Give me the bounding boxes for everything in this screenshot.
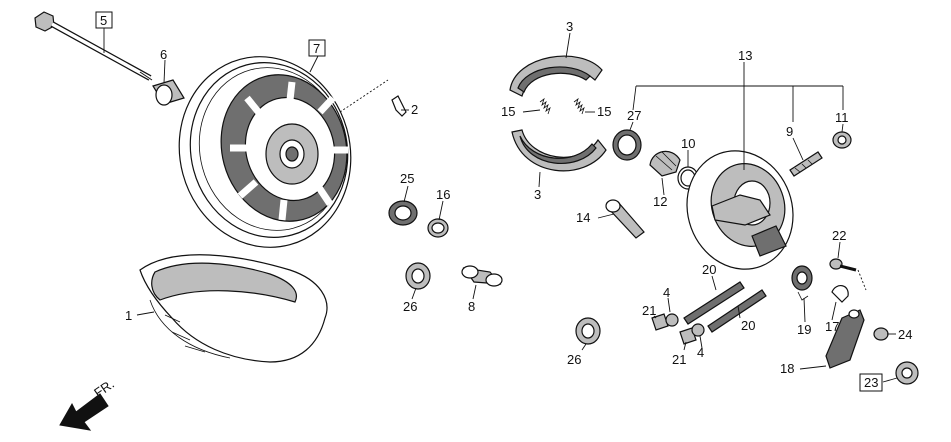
callout-24: 24 (898, 327, 912, 342)
seal-27 (612, 129, 642, 161)
callout-18: 18 (780, 361, 794, 376)
callout-3-top: 3 (566, 19, 573, 34)
callout-15-right: 15 (597, 104, 611, 119)
callout-23: 23 (864, 375, 878, 390)
callout-10: 10 (681, 136, 695, 151)
callout-16: 16 (436, 187, 450, 202)
rear-wheel (178, 56, 352, 248)
callout-2: 2 (411, 102, 418, 117)
callout-19: 19 (797, 322, 811, 337)
callout-26-right: 26 (567, 352, 581, 367)
brake-shoe-upper (509, 55, 603, 97)
nut-24 (873, 327, 889, 341)
callout-13: 13 (738, 48, 752, 63)
brake-cam (605, 199, 645, 239)
indicator-plate (831, 285, 849, 303)
callout-21-lower: 21 (672, 352, 686, 367)
callout-7: 7 (313, 41, 320, 56)
nut-23 (895, 361, 919, 385)
leader-lines (103, 28, 898, 383)
screw-9 (789, 151, 823, 177)
callout-20-upper: 20 (702, 262, 716, 277)
callout-5: 5 (100, 13, 107, 28)
bearing-26-right (575, 317, 601, 345)
callout-box-7 (308, 39, 326, 57)
brake-arm (825, 309, 865, 369)
spring-15-right (573, 97, 585, 115)
bolt-22 (829, 258, 867, 291)
callout-20-lower: 20 (741, 318, 755, 333)
brake-shoe-lower (511, 129, 607, 172)
callout-6: 6 (160, 47, 167, 62)
spring-20-lower (707, 289, 767, 333)
return-spring (791, 265, 813, 301)
callout-14: 14 (576, 210, 590, 225)
callout-15-left: 15 (501, 104, 515, 119)
callout-9: 9 (786, 124, 793, 139)
axle-bolt (34, 11, 153, 81)
arrow-icon (59, 393, 109, 431)
spacer (461, 265, 503, 287)
spring-20-upper (683, 281, 745, 325)
callout-box-23 (859, 373, 883, 392)
callout-1: 1 (125, 308, 132, 323)
callout-box-5 (95, 11, 113, 29)
callout-22: 22 (832, 228, 846, 243)
callout-8: 8 (468, 299, 475, 314)
brake-panel (686, 150, 794, 270)
callout-4-lower: 4 (697, 345, 704, 360)
callout-26-left: 26 (403, 299, 417, 314)
axle-collar (152, 79, 185, 106)
callout-12: 12 (653, 194, 667, 209)
front-direction-arrow: FR. (59, 376, 117, 431)
nut-4-upper (665, 313, 679, 327)
callout-11: 11 (835, 110, 849, 125)
callout-4-upper: 4 (663, 285, 670, 300)
bearing-26-left (405, 262, 431, 290)
callout-labels: 5 6 7 2 3 3 15 15 25 16 26 8 1 13 27 9 1… (95, 11, 912, 392)
callout-27: 27 (627, 108, 641, 123)
tire-valve (339, 79, 407, 117)
callout-17: 17 (825, 319, 839, 334)
nut-11 (832, 131, 852, 149)
callout-21-upper: 21 (642, 303, 656, 318)
oil-seal-25 (388, 200, 418, 226)
callout-3-bottom: 3 (534, 187, 541, 202)
oil-seal-16 (427, 218, 449, 238)
callout-25: 25 (400, 171, 414, 186)
nut-4-lower (691, 323, 705, 337)
direction-label: FR. (91, 376, 117, 400)
spring-15-left (539, 97, 551, 115)
wear-indicator (649, 150, 681, 177)
tire (139, 254, 328, 363)
